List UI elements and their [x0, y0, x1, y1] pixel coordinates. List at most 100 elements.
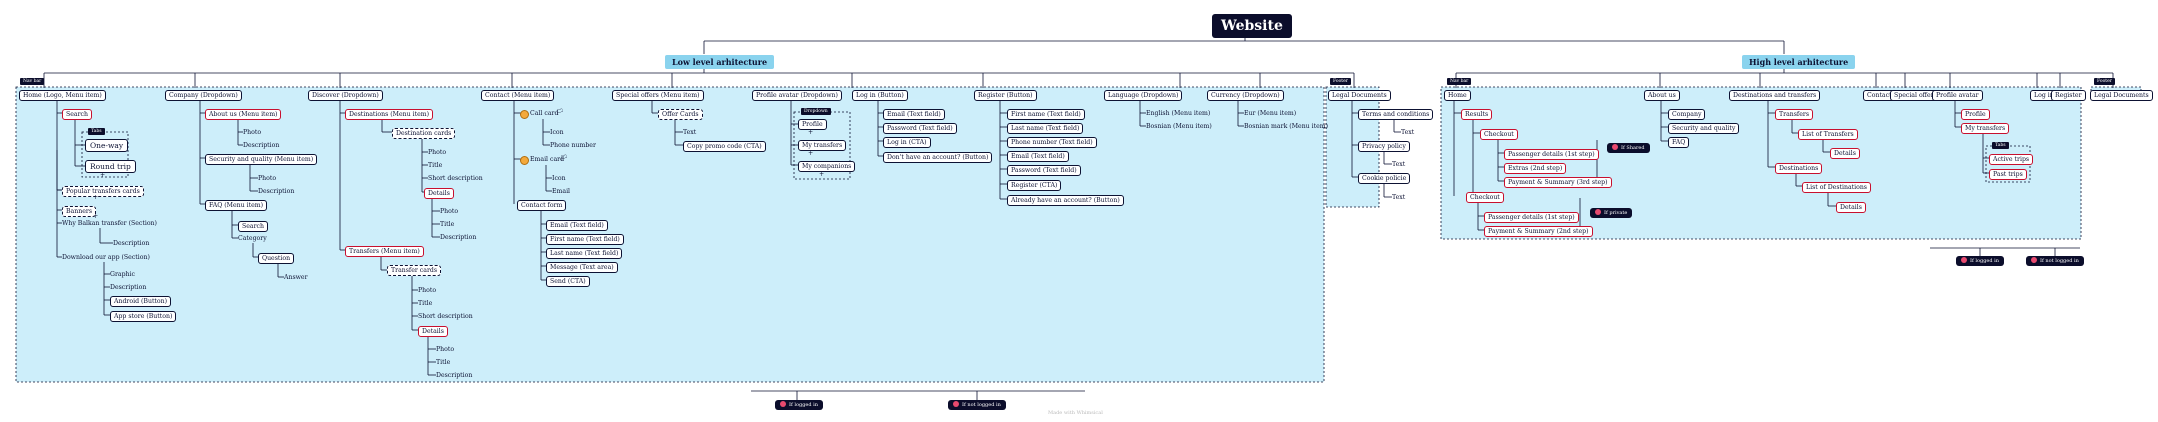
node-cookie-text: Text: [1392, 194, 1406, 201]
node-tc-title: Title: [418, 300, 433, 307]
node-faq-search[interactable]: Search: [238, 221, 268, 232]
node-payment[interactable]: Payment & Summary (3rd step): [1504, 177, 1612, 188]
node-high-security[interactable]: Security and quality: [1668, 123, 1740, 134]
node-home[interactable]: Home (Logo, Menu item): [19, 90, 106, 101]
node-privacy[interactable]: Privacy policy: [1358, 141, 1410, 152]
node-checkout2[interactable]: Checkout: [1466, 192, 1504, 203]
node-dc-details[interactable]: Details: [424, 188, 454, 199]
flag-icon: 🏳: [560, 155, 568, 162]
node-currency[interactable]: Currency (Dropdown): [1207, 90, 1284, 101]
node-register[interactable]: Register (Button): [974, 90, 1037, 101]
node-pr-transfers[interactable]: My transfers: [798, 140, 847, 151]
node-terms[interactable]: Terms and conditions: [1358, 109, 1434, 120]
node-rg-email[interactable]: Email (Text field): [1007, 151, 1069, 162]
node-checkout[interactable]: Checkout: [1480, 129, 1518, 140]
node-android[interactable]: Android (Button): [110, 296, 172, 307]
node-list-transfers[interactable]: List of Transfers: [1798, 129, 1858, 140]
node-one-way[interactable]: One-way: [85, 139, 129, 152]
node-high-pr-profile[interactable]: Profile: [1961, 109, 1990, 120]
node-popular-cards[interactable]: Popular transfers cards: [62, 186, 144, 197]
node-high-faq[interactable]: FAQ: [1668, 137, 1690, 148]
node-login[interactable]: Log in (Button): [852, 90, 908, 101]
node-destination-cards[interactable]: Destination cards: [392, 128, 456, 139]
node-results[interactable]: Results: [1461, 109, 1493, 120]
node-cf-last[interactable]: Last name (Text field): [546, 248, 623, 259]
node-cf-first[interactable]: First name (Text field): [546, 234, 624, 245]
node-cf-message[interactable]: Message (Text area): [546, 262, 618, 273]
node-rg-already[interactable]: Already have an account? (Button): [1007, 195, 1124, 206]
node-tr-details[interactable]: Details: [1830, 148, 1860, 159]
node-profile-avatar[interactable]: Profile avatar (Dropdown): [752, 90, 842, 101]
node-faq[interactable]: FAQ (Menu item): [205, 200, 268, 211]
node-de-details[interactable]: Details: [1836, 202, 1866, 213]
high-nav-bar-tag: Nav bar: [1447, 78, 1472, 85]
node-high-home[interactable]: Home: [1444, 90, 1471, 101]
legend-high-logged-in-label: If logged in: [1970, 258, 1999, 264]
node-extras[interactable]: Extras (2nd step): [1504, 163, 1567, 174]
node-active-trips[interactable]: Active trips: [1989, 154, 2034, 165]
node-about[interactable]: About us (Menu item): [205, 109, 282, 120]
node-pr-companions[interactable]: My companions: [798, 161, 856, 172]
node-cf-email[interactable]: Email (Text field): [546, 220, 608, 231]
node-high-about[interactable]: About us: [1644, 90, 1680, 101]
node-payment2[interactable]: Payment & Summary (2nd step): [1484, 226, 1593, 237]
node-round-trip[interactable]: Round trip: [85, 160, 136, 173]
node-li-noaccount[interactable]: Don't have an account? (Button): [883, 152, 993, 163]
node-li-password[interactable]: Password (Text field): [883, 123, 957, 134]
node-rg-cta[interactable]: Register (CTA): [1007, 180, 1062, 191]
node-company[interactable]: Company (Dropdown): [165, 90, 242, 101]
node-high-register[interactable]: Register: [2051, 90, 2086, 101]
node-high-company[interactable]: Company: [1668, 109, 1706, 120]
node-discover[interactable]: Discover (Dropdown): [308, 90, 383, 101]
node-transfers[interactable]: Transfers (Menu item): [345, 246, 424, 257]
node-dc-short: Short description: [428, 175, 483, 182]
node-cookie[interactable]: Cookie policie: [1358, 173, 1411, 184]
node-contact-form[interactable]: Contact form: [517, 200, 567, 211]
node-dl-graphic: Graphic: [110, 271, 135, 278]
node-high-legal[interactable]: Legal Documents: [2090, 90, 2153, 101]
node-oc-copy[interactable]: Copy promo code (CTA): [683, 141, 766, 152]
node-high-pr-transfers[interactable]: My transfers: [1961, 123, 2010, 134]
trips-tabs-tag: Tabs: [1992, 142, 2009, 149]
node-legal-low[interactable]: Legal Documents: [1328, 90, 1391, 101]
flag-icon: 🏳: [556, 109, 564, 116]
node-tc-details[interactable]: Details: [418, 326, 448, 337]
legend-high-not-logged-in: If not logged in: [2026, 256, 2084, 266]
node-appstore[interactable]: App store (Button): [110, 311, 177, 322]
node-pr-profile[interactable]: Profile: [798, 119, 827, 130]
node-rg-phone[interactable]: Phone number (Text field): [1007, 137, 1097, 148]
node-li-email[interactable]: Email (Text field): [883, 109, 945, 120]
node-security[interactable]: Security and quality (Menu item): [205, 154, 318, 165]
node-dest-transfers[interactable]: Destinations and transfers: [1729, 90, 1821, 101]
node-rg-last[interactable]: Last name (Text field): [1007, 123, 1084, 134]
node-high-profile[interactable]: Profile avatar: [1932, 90, 1983, 101]
high-level-title: High level arhitecture: [1742, 55, 1856, 69]
node-passenger[interactable]: Passenger details (1st step): [1504, 149, 1599, 160]
node-passenger2[interactable]: Passenger details (1st step): [1484, 212, 1579, 223]
node-dd-photo: Photo: [440, 208, 459, 215]
node-rg-first[interactable]: First name (Text field): [1007, 109, 1085, 120]
node-high-destinations[interactable]: Destinations: [1775, 163, 1823, 174]
high-footer-tag: Footer: [2094, 78, 2115, 85]
low-level-title: Low level arhitecture: [665, 55, 775, 69]
node-faq-cat: Category: [238, 235, 267, 242]
node-language[interactable]: Language (Dropdown): [1104, 90, 1183, 101]
node-transfer-cards[interactable]: Transfer cards: [387, 265, 442, 276]
node-destinations[interactable]: Destinations (Menu item): [345, 109, 434, 120]
node-high-transfers[interactable]: Transfers: [1775, 109, 1814, 120]
node-banners[interactable]: Banners: [62, 206, 97, 217]
node-li-cta[interactable]: Log in (CTA): [883, 137, 931, 148]
node-special-offers[interactable]: Special offers (Menu item): [612, 90, 704, 101]
node-rg-password[interactable]: Password (Text field): [1007, 165, 1081, 176]
made-with-credit: Made with Whimsical: [1048, 410, 1103, 416]
node-past-trips[interactable]: Past trips: [1989, 169, 2027, 180]
node-search[interactable]: Search: [62, 109, 92, 120]
node-faq-question[interactable]: Question: [258, 253, 295, 264]
node-offer-cards[interactable]: Offer Cards: [658, 109, 703, 120]
node-contact[interactable]: Contact (Menu item): [481, 90, 555, 101]
node-list-destinations[interactable]: List of Destinations: [1802, 182, 1871, 193]
node-sec-desc: Description: [258, 188, 295, 195]
node-cf-send[interactable]: Send (CTA): [546, 276, 590, 287]
node-em-icon: Icon: [552, 175, 566, 182]
